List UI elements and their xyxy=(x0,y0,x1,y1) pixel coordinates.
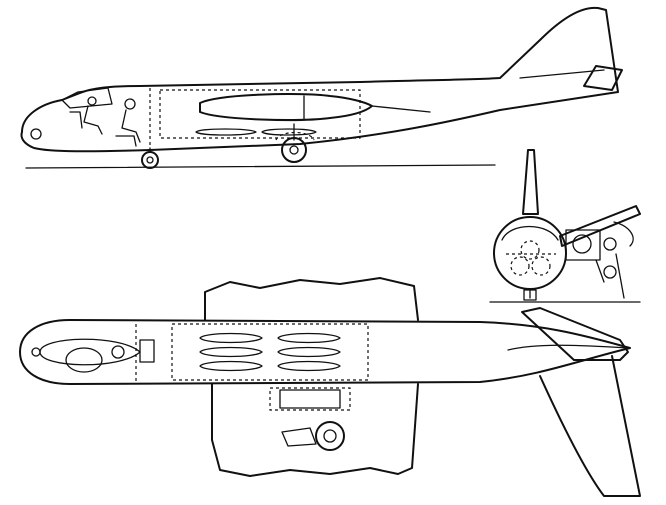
side-main-gear xyxy=(275,123,315,163)
side-tailplane xyxy=(583,65,623,91)
ground-line xyxy=(25,164,496,169)
side-crew xyxy=(69,96,141,147)
front-fin xyxy=(522,149,539,215)
front-engine-gear xyxy=(565,221,634,299)
side-fuselage-outline xyxy=(20,6,619,153)
top-engine-gear xyxy=(269,387,351,451)
top-wing-lower xyxy=(211,383,419,477)
nose-light xyxy=(30,128,42,140)
top-tailplane xyxy=(521,307,629,361)
side-nose-gear xyxy=(141,147,159,169)
top-bombs xyxy=(199,332,341,372)
top-bomb-bay xyxy=(171,323,369,381)
side-bomb-bay xyxy=(159,89,361,139)
side-canopy xyxy=(61,87,113,109)
side-engine-nacelle xyxy=(199,93,373,121)
side-bombs xyxy=(195,128,317,136)
front-canopy xyxy=(501,226,559,241)
front-wing xyxy=(559,205,641,247)
front-view xyxy=(489,149,641,303)
side-view xyxy=(20,6,623,169)
front-fuselage xyxy=(493,216,567,290)
top-crew xyxy=(31,339,155,373)
top-tailplane-lower xyxy=(539,355,641,497)
top-view xyxy=(19,277,641,497)
front-bombs xyxy=(506,240,556,276)
top-wing-upper xyxy=(204,277,419,321)
